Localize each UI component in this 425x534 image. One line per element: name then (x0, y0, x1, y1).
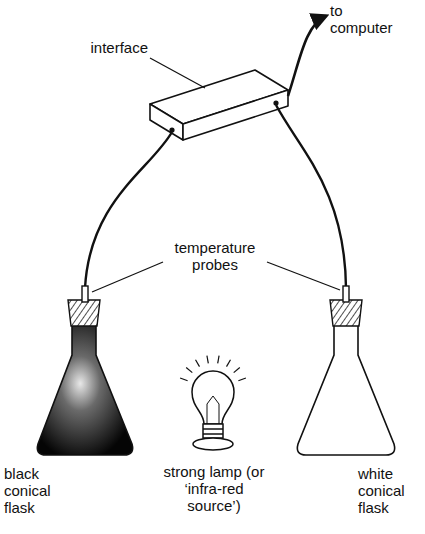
interface-side (183, 90, 288, 140)
leader-line (150, 58, 205, 88)
lamp-stand (193, 438, 233, 450)
light-ray (227, 360, 231, 367)
flask-body (297, 325, 394, 455)
stopper (68, 300, 100, 326)
bulb (192, 371, 234, 424)
leader-line (267, 262, 340, 290)
light-ray (196, 360, 200, 367)
cable-label: to computer (330, 3, 408, 37)
stopper (330, 300, 362, 326)
socket (170, 128, 174, 132)
part-label: interface (70, 40, 148, 57)
part-label: temperature probes (162, 240, 268, 274)
flask-body (37, 325, 132, 455)
light-rays (180, 356, 246, 381)
light-ray (218, 356, 219, 364)
flask-label: black conical flask (4, 466, 66, 516)
lamp-cap (203, 424, 223, 438)
lamp (180, 356, 246, 450)
white-flask (297, 286, 394, 455)
leader-line (92, 262, 163, 292)
light-ray (234, 368, 240, 373)
cap-ring (203, 433, 223, 435)
interface-front (150, 104, 183, 140)
filament (207, 396, 219, 424)
light-ray (238, 378, 246, 381)
socket (274, 101, 278, 105)
lamp-label: strong lamp (or ‘infra-red source’) (158, 464, 270, 514)
probe-wire (276, 105, 346, 288)
light-ray (207, 356, 208, 364)
flask-label: white conical flask (358, 466, 420, 516)
light-ray (186, 368, 192, 373)
black-flask (37, 286, 132, 455)
probe (82, 286, 88, 302)
light-ray (180, 378, 188, 381)
probe (343, 286, 349, 302)
probe-wire (85, 132, 172, 288)
cap-ring (203, 428, 223, 430)
interface-box (150, 70, 288, 140)
cable-arrow (288, 16, 326, 96)
